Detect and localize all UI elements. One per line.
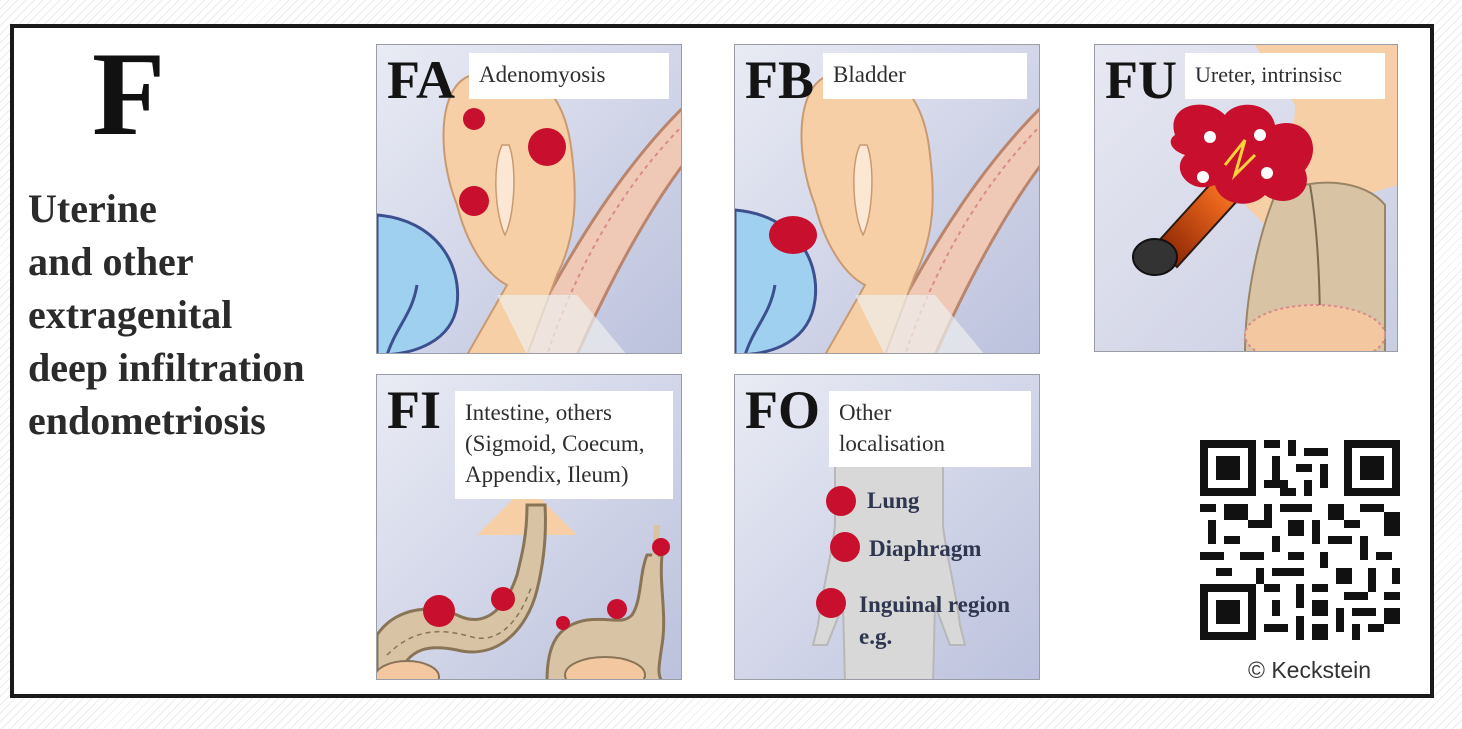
lesion-dot — [423, 595, 455, 627]
panel-label-line: Intestine, others — [465, 397, 663, 428]
panel-label-line: Appendix, Ileum) — [465, 459, 663, 490]
panel-label-line: localisation — [839, 428, 1021, 459]
site-label-diaphragm: Diaphragm — [869, 535, 981, 563]
lesion-dot — [652, 538, 670, 556]
copyright-text: © Keckstein — [1248, 656, 1371, 684]
lesion-dot — [830, 532, 860, 562]
panel-label-fo: Other localisation — [829, 391, 1031, 467]
infiltration-arrow-icon — [1204, 131, 1216, 143]
panel-code-fb: FB — [745, 47, 814, 113]
lesion-dot — [463, 108, 485, 130]
panel-fb: FB Bladder — [734, 44, 1040, 354]
panel-code-fa: FA — [387, 47, 455, 113]
panel-label-line: Other — [839, 397, 1021, 428]
panel-fi: FI Intestine, others (Sigmoid, Coecum, A… — [376, 374, 682, 680]
lesion-dot — [528, 128, 566, 166]
panel-code-fu: FU — [1105, 47, 1177, 113]
lesion-dot — [491, 587, 515, 611]
lesion-dot — [769, 216, 817, 254]
lesion-dot — [816, 588, 846, 618]
title-line: deep infiltration — [28, 341, 368, 394]
qr-code[interactable] — [1200, 440, 1400, 640]
category-letter: F — [92, 34, 165, 154]
site-label-lung: Lung — [867, 487, 919, 515]
lesion-dot — [556, 616, 570, 630]
panel-code-fi: FI — [387, 377, 441, 443]
panel-code-fo: FO — [745, 377, 820, 443]
site-label-inguinal: Inguinal region — [859, 591, 1010, 619]
panel-label-fb: Bladder — [823, 53, 1027, 99]
panel-label-line: Bladder — [833, 59, 1017, 90]
panel-label-line: Adenomyosis — [479, 59, 659, 90]
title-line: and other — [28, 235, 368, 288]
title-line: extragenital — [28, 288, 368, 341]
panel-label-fi: Intestine, others (Sigmoid, Coecum, Appe… — [455, 391, 673, 499]
panel-fa: FA Adenomyosis — [376, 44, 682, 354]
panel-label-fa: Adenomyosis — [469, 53, 669, 99]
panel-fu: FU Ureter, intrinsisc — [1094, 44, 1398, 352]
panel-label-line: (Sigmoid, Coecum, — [465, 428, 663, 459]
title-line: endometriosis — [28, 394, 368, 447]
ureter-opening — [1133, 239, 1177, 275]
lesion-dot — [459, 186, 489, 216]
lesion-dot — [607, 599, 627, 619]
title-line: Uterine — [28, 182, 368, 235]
panel-label-line: Ureter, intrinsisc — [1195, 59, 1375, 90]
panel-label-fu: Ureter, intrinsisc — [1185, 53, 1385, 99]
site-label-eg: e.g. — [859, 623, 892, 651]
lesion-dot — [826, 486, 856, 516]
category-title: Uterine and other extragenital deep infi… — [28, 182, 368, 447]
infiltration-arrow-icon — [1261, 167, 1273, 179]
infiltration-arrow-icon — [1254, 129, 1266, 141]
infiltration-arrow-icon — [1197, 171, 1209, 183]
panel-fo: FO Other localisation Lung Diaphragm Ing… — [734, 374, 1040, 680]
